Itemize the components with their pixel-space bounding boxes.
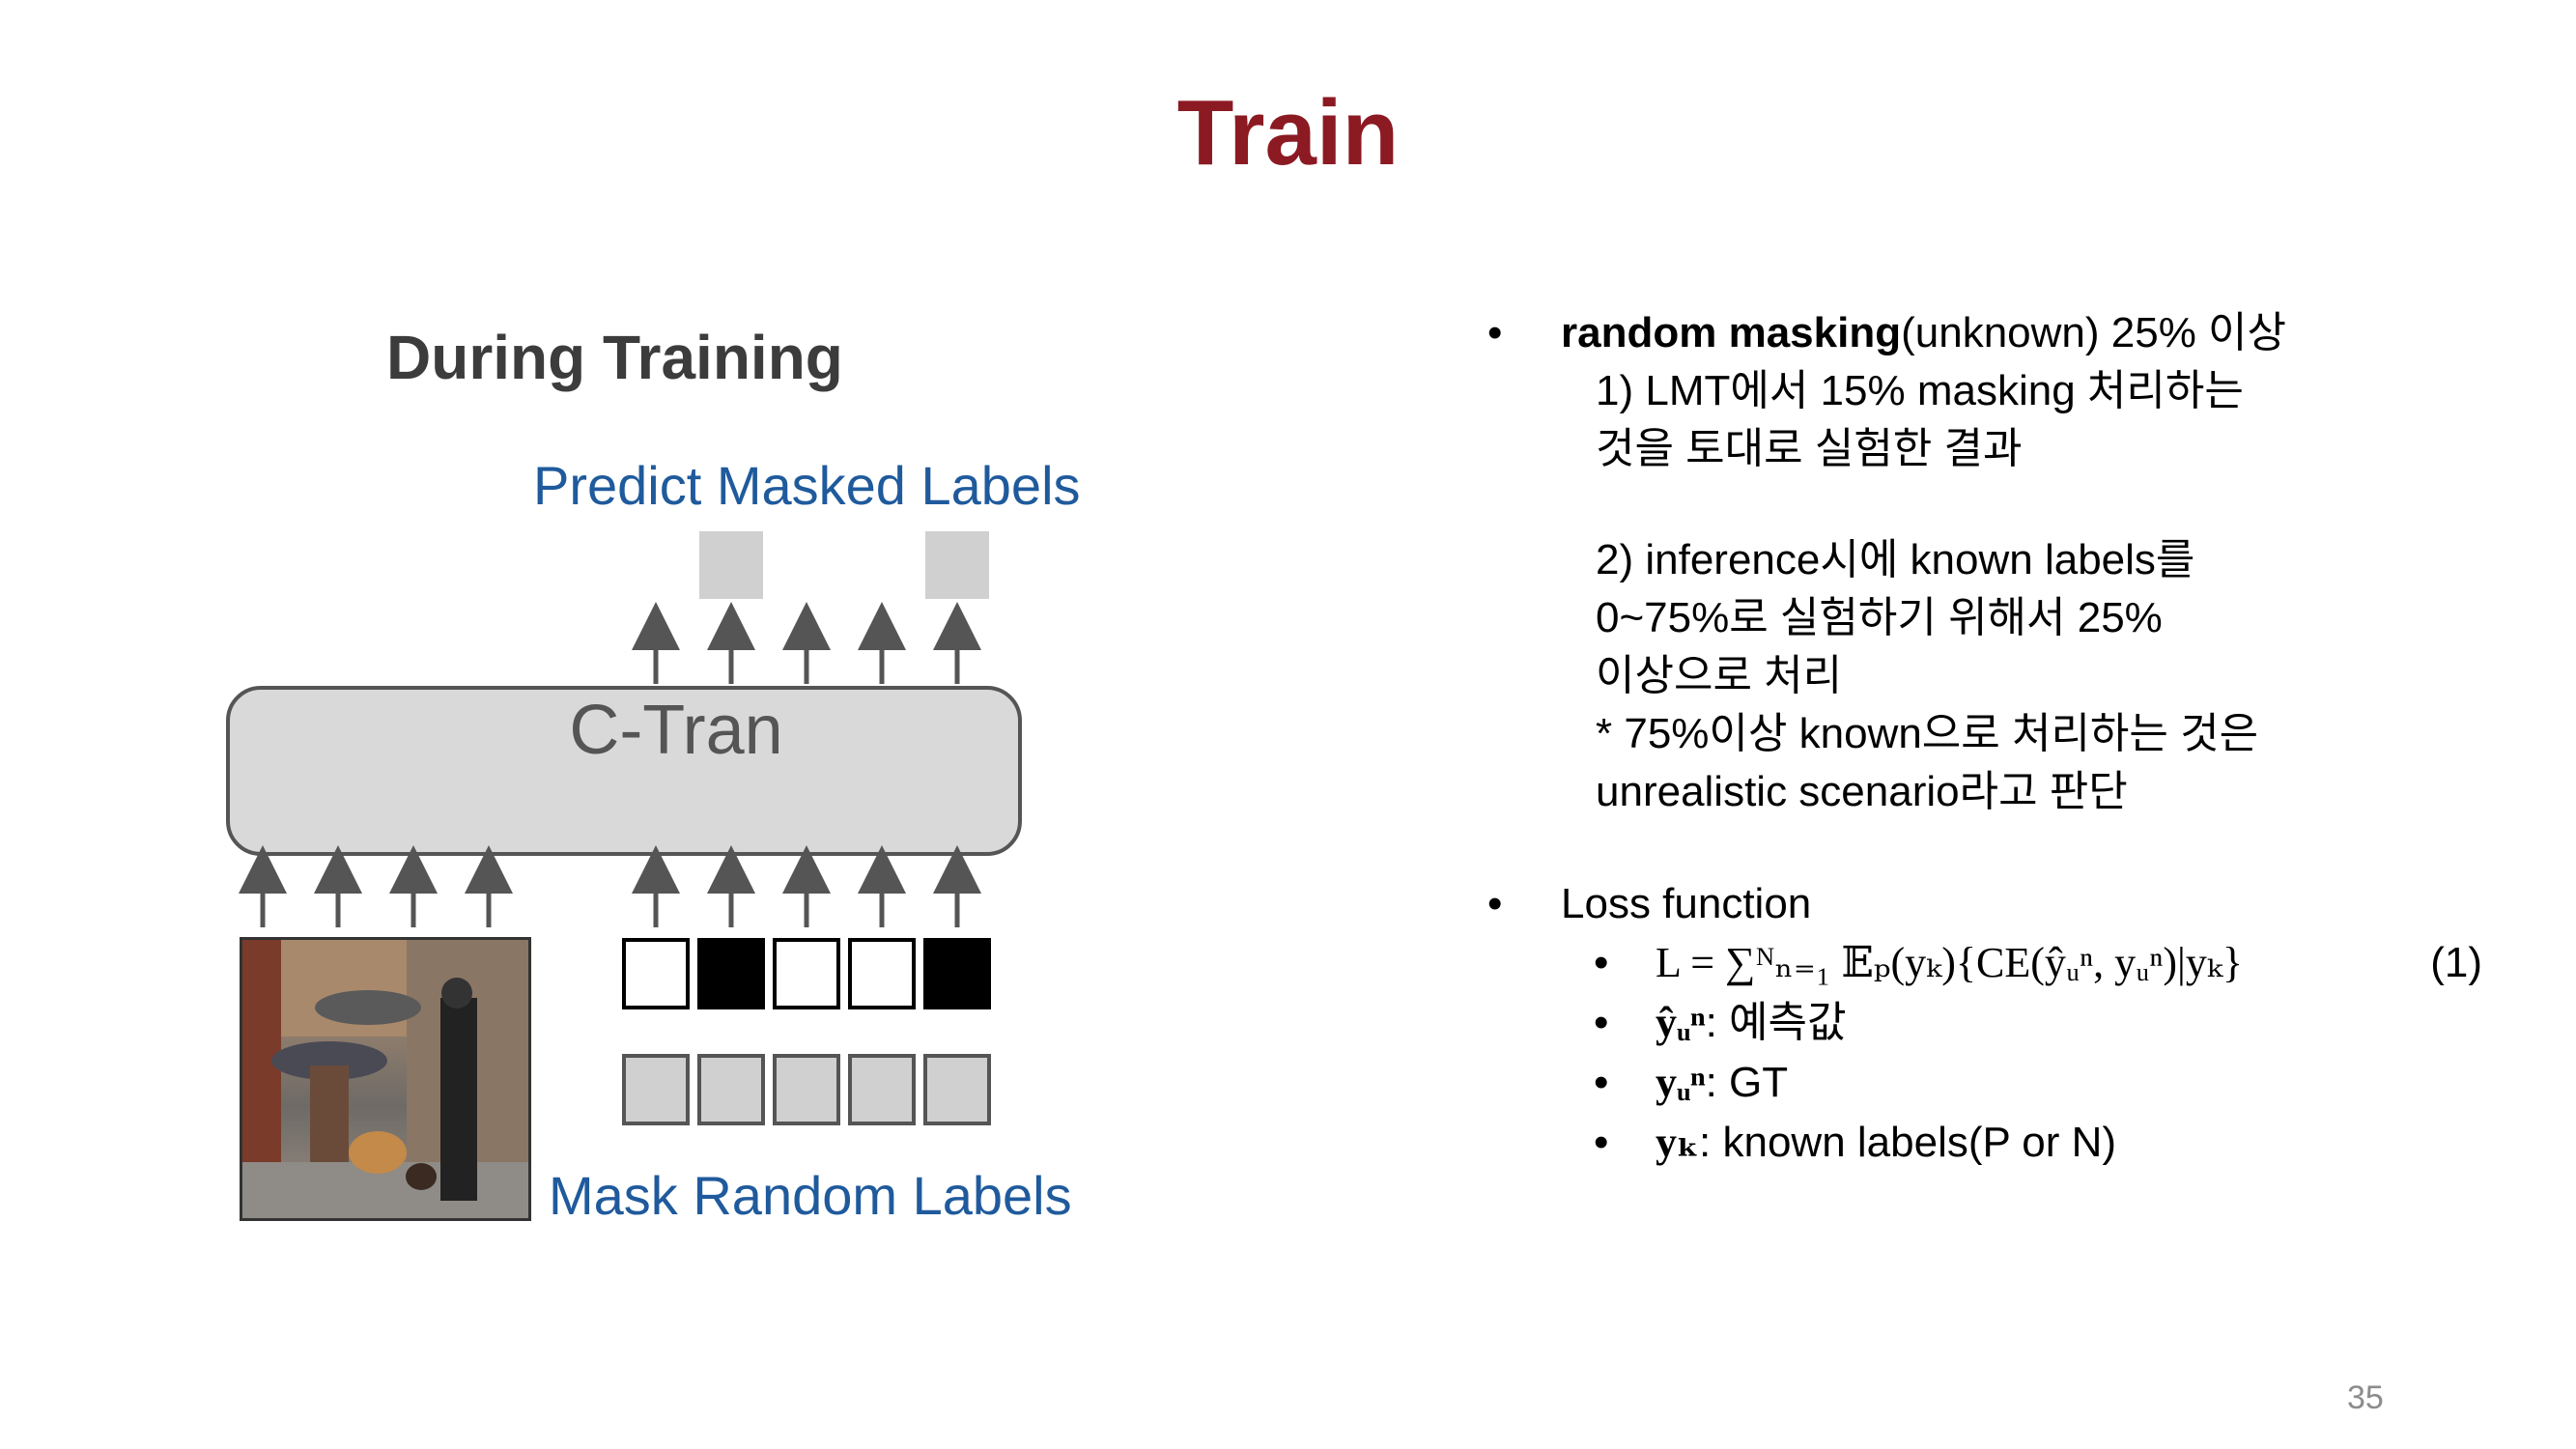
loss-symbol: yᵤⁿ (1656, 1059, 1706, 1107)
loss-desc: : known labels(P or N) (1699, 1118, 2117, 1166)
equation-number: (1) (2430, 939, 2482, 987)
label-embedding-5 (923, 1054, 991, 1125)
page-number: 35 (2347, 1379, 2384, 1416)
bullet-dot: • (1594, 939, 1609, 987)
masking-bullet: • random masking(unknown) 25% 이상 (1487, 304, 2511, 362)
label-state-box-known (697, 938, 765, 1009)
masking-line-6: * 75%이상 known으로 처리하는 것은 (1596, 709, 2259, 757)
loss-item: • ŷᵤⁿ: 예측값 (1487, 994, 2511, 1052)
label-state-box-unknown (622, 938, 690, 1009)
label-embedding-3 (773, 1054, 840, 1125)
input-arrows (239, 845, 981, 927)
architecture-diagram (226, 531, 1022, 1125)
bullet-dot: • (1594, 1118, 1609, 1166)
label-state-box-known (923, 938, 991, 1009)
loss-item: • yₖ: known labels(P or N) (1487, 1114, 2511, 1172)
loss-desc: : 예측값 (1705, 999, 1847, 1047)
output-arrows (632, 602, 981, 684)
explanation-panel: • random masking(unknown) 25% 이상 1) LMT에… (1487, 304, 2511, 1172)
bullet-dot: • (1594, 1059, 1609, 1107)
mask-random-labels-caption: Mask Random Labels (549, 1165, 1072, 1226)
bullet-dot: • (1594, 999, 1609, 1047)
masking-line-1: 1) LMT에서 15% masking 처리하는 (1596, 366, 2244, 414)
ctran-label: C-Tran (569, 692, 783, 769)
loss-heading: Loss function (1561, 879, 1812, 927)
figure-heading: During Training (386, 323, 843, 392)
label-state-box-unknown (848, 938, 916, 1009)
label-state-box-unknown (773, 938, 840, 1009)
loss-desc: : GT (1705, 1059, 1789, 1107)
bullet-dot: • (1487, 879, 1503, 927)
label-embedding-1 (622, 1054, 690, 1125)
training-figure: During Training Predict Masked Labels (193, 290, 1159, 1256)
label-state-boxes (622, 938, 991, 1009)
loss-equation: L = ∑ᴺₙ₌₁ 𝔼ₚ(yₖ){CE(ŷᵤⁿ, yᵤⁿ)|yₖ} (1656, 939, 2244, 987)
slide-title: Train (1176, 81, 1400, 185)
masked-output-2 (925, 531, 989, 599)
ctran-box (226, 686, 1022, 856)
masking-bold: random masking (1561, 309, 1902, 356)
predict-masked-labels-caption: Predict Masked Labels (533, 455, 1081, 516)
masking-line-7: unrealistic scenario라고 판단 (1596, 767, 2128, 815)
masking-line-2: 것을 토대로 실험한 결과 (1596, 424, 2023, 472)
loss-item: • yᵤⁿ: GT (1487, 1054, 2511, 1112)
loss-symbol: ŷᵤⁿ (1656, 999, 1706, 1047)
masking-rest: (unknown) 25% 이상 (1901, 309, 2287, 356)
bullet-dot: • (1487, 309, 1503, 356)
label-embedding-boxes (622, 1054, 991, 1125)
label-embedding-2 (697, 1054, 765, 1125)
masking-line-4: 0~75%로 실험하기 위해서 25% (1596, 594, 2163, 642)
loss-symbol: yₖ (1656, 1118, 1700, 1166)
input-photo (240, 937, 531, 1221)
masked-output-1 (699, 531, 763, 599)
masking-line-5: 이상으로 처리 (1596, 652, 1843, 700)
masking-line-3: 2) inference시에 known labels를 (1596, 536, 2195, 584)
loss-bullet: • Loss function (1487, 875, 2511, 933)
label-embedding-4 (848, 1054, 916, 1125)
loss-equation-row: • L = ∑ᴺₙ₌₁ 𝔼ₚ(yₖ){CE(ŷᵤⁿ, yᵤⁿ)|yₖ} (1) (1487, 934, 2511, 992)
